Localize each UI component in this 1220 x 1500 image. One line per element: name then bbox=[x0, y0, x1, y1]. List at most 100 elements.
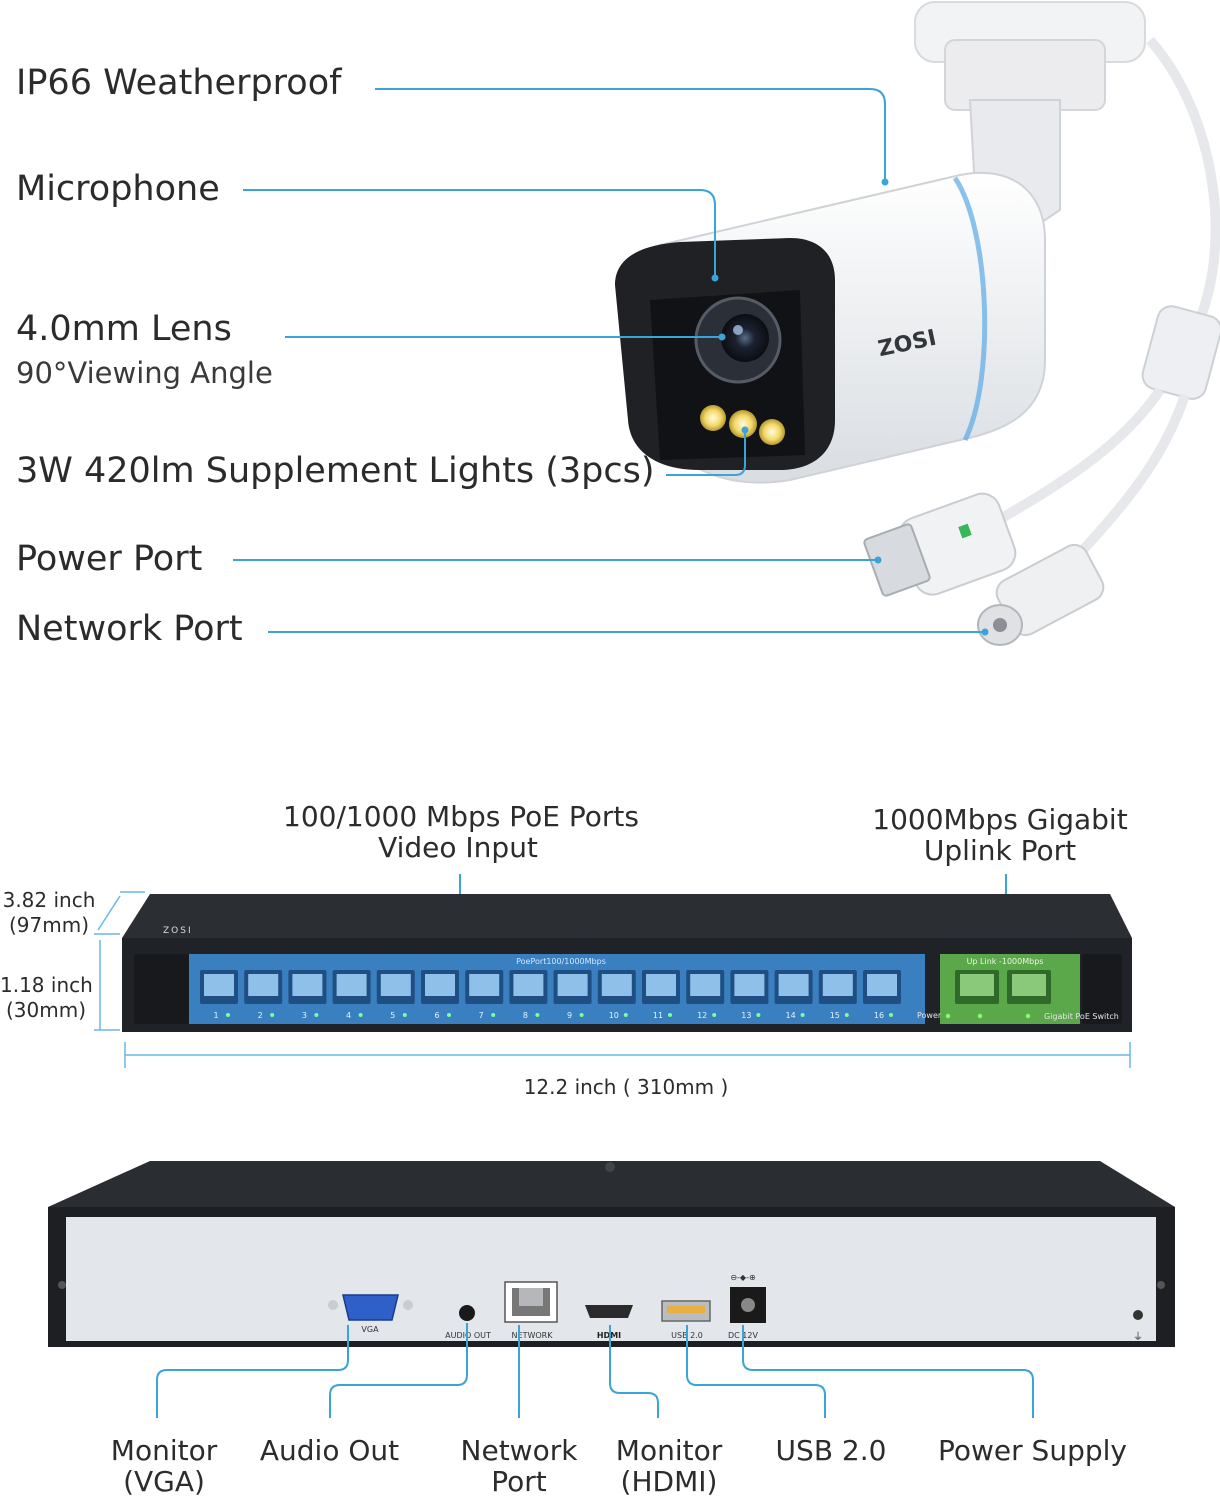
dc-port: ⊖-◆-⊕ bbox=[730, 1273, 766, 1323]
poe-port-number: 14 bbox=[786, 1011, 796, 1020]
audio-port-label: AUDIO OUT bbox=[445, 1331, 491, 1340]
poe-port-number: 3 bbox=[302, 1011, 307, 1020]
port-led bbox=[226, 1013, 230, 1017]
usb-port bbox=[661, 1300, 711, 1322]
camera-body: ZOSI bbox=[615, 171, 1046, 484]
camera-illustration: ZOSI bbox=[233, 1, 1220, 646]
rj45-connector bbox=[863, 492, 1017, 597]
poe-port-15: 15 bbox=[818, 970, 857, 1020]
poe-port-3: 3 bbox=[288, 970, 327, 1020]
poe-port-number: 15 bbox=[830, 1011, 840, 1020]
audio-port bbox=[459, 1305, 475, 1321]
poe-port-13: 13 bbox=[730, 970, 769, 1020]
dimension-lines bbox=[94, 891, 1131, 1068]
poe-port-5: 5 bbox=[376, 970, 415, 1020]
poe-port-number: 12 bbox=[697, 1011, 707, 1020]
switch-top bbox=[122, 894, 1132, 938]
svg-text:⊖-◆-⊕: ⊖-◆-⊕ bbox=[730, 1273, 755, 1282]
callout-lights: 3W 420lm Supplement Lights (3pcs) bbox=[16, 451, 655, 491]
poe-panel-text: PoePort100/1000Mbps bbox=[516, 957, 606, 966]
poe-port-number: 11 bbox=[653, 1011, 663, 1020]
switch-model-text: Gigabit PoE Switch bbox=[1044, 1012, 1119, 1021]
vga-port bbox=[328, 1294, 413, 1321]
nvr-callout-power: Power Supply bbox=[938, 1434, 1127, 1467]
poe-port-8: 8 bbox=[509, 970, 548, 1020]
poe-port-6: 6 bbox=[421, 970, 459, 1020]
port-led bbox=[535, 1013, 540, 1017]
port-led bbox=[270, 1013, 275, 1017]
poe-port-1: 1 bbox=[200, 970, 238, 1020]
hdmi-port bbox=[585, 1305, 633, 1318]
nvr-back-panel bbox=[66, 1217, 1156, 1341]
callout-network-port: Network Port bbox=[16, 609, 243, 649]
poe-port-number: 1 bbox=[213, 1011, 218, 1020]
port-led bbox=[712, 1013, 717, 1017]
uplink-port-label: 1000Mbps Gigabit Uplink Port bbox=[872, 803, 1128, 867]
poe-port-11: 11 bbox=[642, 970, 680, 1020]
led-icon bbox=[729, 410, 757, 438]
callout-weatherproof: IP66 Weatherproof bbox=[16, 63, 342, 103]
uplink-ports bbox=[945, 970, 1051, 1019]
nvr-leader-lines bbox=[156, 1323, 1034, 1418]
poe-port-number: 13 bbox=[741, 1011, 751, 1020]
led-icon bbox=[700, 405, 726, 431]
poe-port-12: 12 bbox=[686, 970, 725, 1020]
nvr-top bbox=[48, 1161, 1175, 1207]
port-led bbox=[491, 1013, 496, 1017]
cable-splitter bbox=[1141, 305, 1220, 400]
lens-icon bbox=[721, 314, 769, 362]
poe-port-number: 10 bbox=[609, 1011, 619, 1020]
nvr-callout-audio: Audio Out bbox=[259, 1434, 400, 1467]
poe-port-number: 4 bbox=[346, 1011, 351, 1020]
callout-power-port: Power Port bbox=[16, 539, 203, 579]
port-led bbox=[579, 1013, 584, 1017]
ground-screw-icon bbox=[1133, 1310, 1143, 1320]
nvr-callout-hdmi: Monitor (HDMI) bbox=[615, 1434, 723, 1498]
ground-icon: ⏚ bbox=[1133, 1331, 1143, 1343]
poe-port-number: 9 bbox=[567, 1011, 572, 1020]
port-led bbox=[358, 1013, 363, 1017]
poe-port-number: 6 bbox=[434, 1011, 439, 1020]
port-led bbox=[402, 1013, 407, 1017]
dc-connector bbox=[977, 543, 1105, 646]
nvr-callout-network: Network Port bbox=[460, 1434, 578, 1498]
port-led bbox=[314, 1013, 319, 1017]
camera-cable bbox=[1146, 36, 1220, 343]
led-icon bbox=[759, 419, 785, 445]
poe-port-10: 10 bbox=[597, 970, 636, 1020]
port-led bbox=[447, 1013, 451, 1017]
callout-lens: 4.0mm Lens bbox=[16, 309, 232, 349]
uplink-panel-text: Up Link -1000Mbps bbox=[967, 957, 1044, 966]
port-led bbox=[889, 1013, 893, 1017]
height-dimension: 3.82 inch (97mm) bbox=[2, 888, 96, 937]
poe-port-number: 2 bbox=[258, 1011, 263, 1020]
poe-port-number: 5 bbox=[390, 1011, 395, 1020]
poe-port-number: 8 bbox=[523, 1011, 528, 1020]
power-text: Power bbox=[917, 1011, 942, 1020]
nvr-illustration: VGA AUDIO OUT NETWORK HDMI USB 2.0 ⊖-◆-⊕… bbox=[48, 1161, 1175, 1418]
port-led bbox=[623, 1013, 628, 1017]
poe-port-14: 14 bbox=[774, 970, 813, 1020]
network-port bbox=[504, 1281, 558, 1323]
nvr-callout-vga: Monitor (VGA) bbox=[110, 1434, 218, 1498]
callout-microphone: Microphone bbox=[16, 169, 220, 209]
nvr-callout-usb: USB 2.0 bbox=[775, 1434, 887, 1467]
width-dimension: 12.2 inch ( 310mm ) bbox=[523, 1075, 729, 1099]
poe-ports-label: 100/1000 Mbps PoE Ports Video Input bbox=[283, 800, 639, 864]
port-led bbox=[800, 1013, 805, 1017]
poe-port-4: 4 bbox=[332, 970, 371, 1020]
port-led bbox=[756, 1013, 761, 1017]
port-led bbox=[844, 1013, 849, 1017]
poe-port-number: 16 bbox=[874, 1011, 884, 1020]
network-port-label: NETWORK bbox=[512, 1331, 554, 1340]
poe-port-7: 7 bbox=[465, 970, 504, 1020]
poe-port-2: 2 bbox=[244, 970, 283, 1020]
callout-lens-sub: 90°Viewing Angle bbox=[16, 356, 273, 390]
port-led bbox=[668, 1013, 672, 1017]
depth-dimension: 1.18 inch (30mm) bbox=[0, 973, 93, 1022]
camera-mount bbox=[914, 1, 1146, 232]
poe-port-16: 16 bbox=[863, 970, 901, 1020]
switch-brand: ZOSI bbox=[163, 926, 193, 936]
